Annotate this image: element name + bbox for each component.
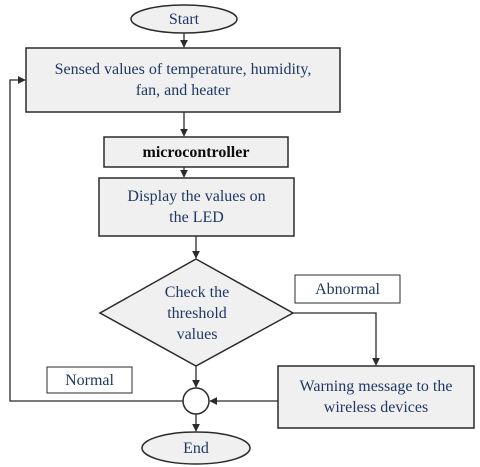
microcontroller-label: microcontroller [142, 143, 250, 161]
normal-label-box [46, 366, 133, 394]
decision-line-3: values [176, 325, 218, 343]
start-label: Start [168, 10, 200, 28]
sensed-values-line-2: fan, and heater [135, 82, 231, 99]
abnormal-label-box [294, 274, 401, 304]
display-values-box [98, 177, 295, 237]
microcontroller-box [103, 136, 289, 168]
warning-message-box [277, 365, 475, 429]
arrow-loop-back-to-sensed [9, 76, 183, 402]
display-values-label: Display the values on the LED [99, 178, 294, 236]
normal-label: Normal [65, 371, 114, 389]
end-label: End [183, 439, 209, 457]
warning-message-line-1: Warning message to the [299, 378, 453, 395]
sensed-values-label: Sensed values of temperature, humidity, … [26, 48, 340, 112]
arrow-decision-to-warning [293, 312, 380, 366]
decision-line-2: threshold [167, 304, 227, 322]
warning-message-line-2: wireless devices [323, 399, 429, 416]
warning-message-label: Warning message to the wireless devices [278, 366, 474, 428]
sensed-values-line-1: Sensed values of temperature, humidity, [54, 61, 312, 78]
decision-label: Check the threshold values [136, 279, 258, 347]
merge-connector [182, 387, 210, 415]
abnormal-label: Abnormal [315, 280, 380, 298]
decision-line-1: Check the [164, 283, 230, 301]
end-terminal [141, 431, 251, 465]
display-values-line-1: Display the values on [127, 188, 266, 205]
display-values-line-2: the LED [169, 209, 224, 226]
sensed-values-box [25, 47, 341, 113]
